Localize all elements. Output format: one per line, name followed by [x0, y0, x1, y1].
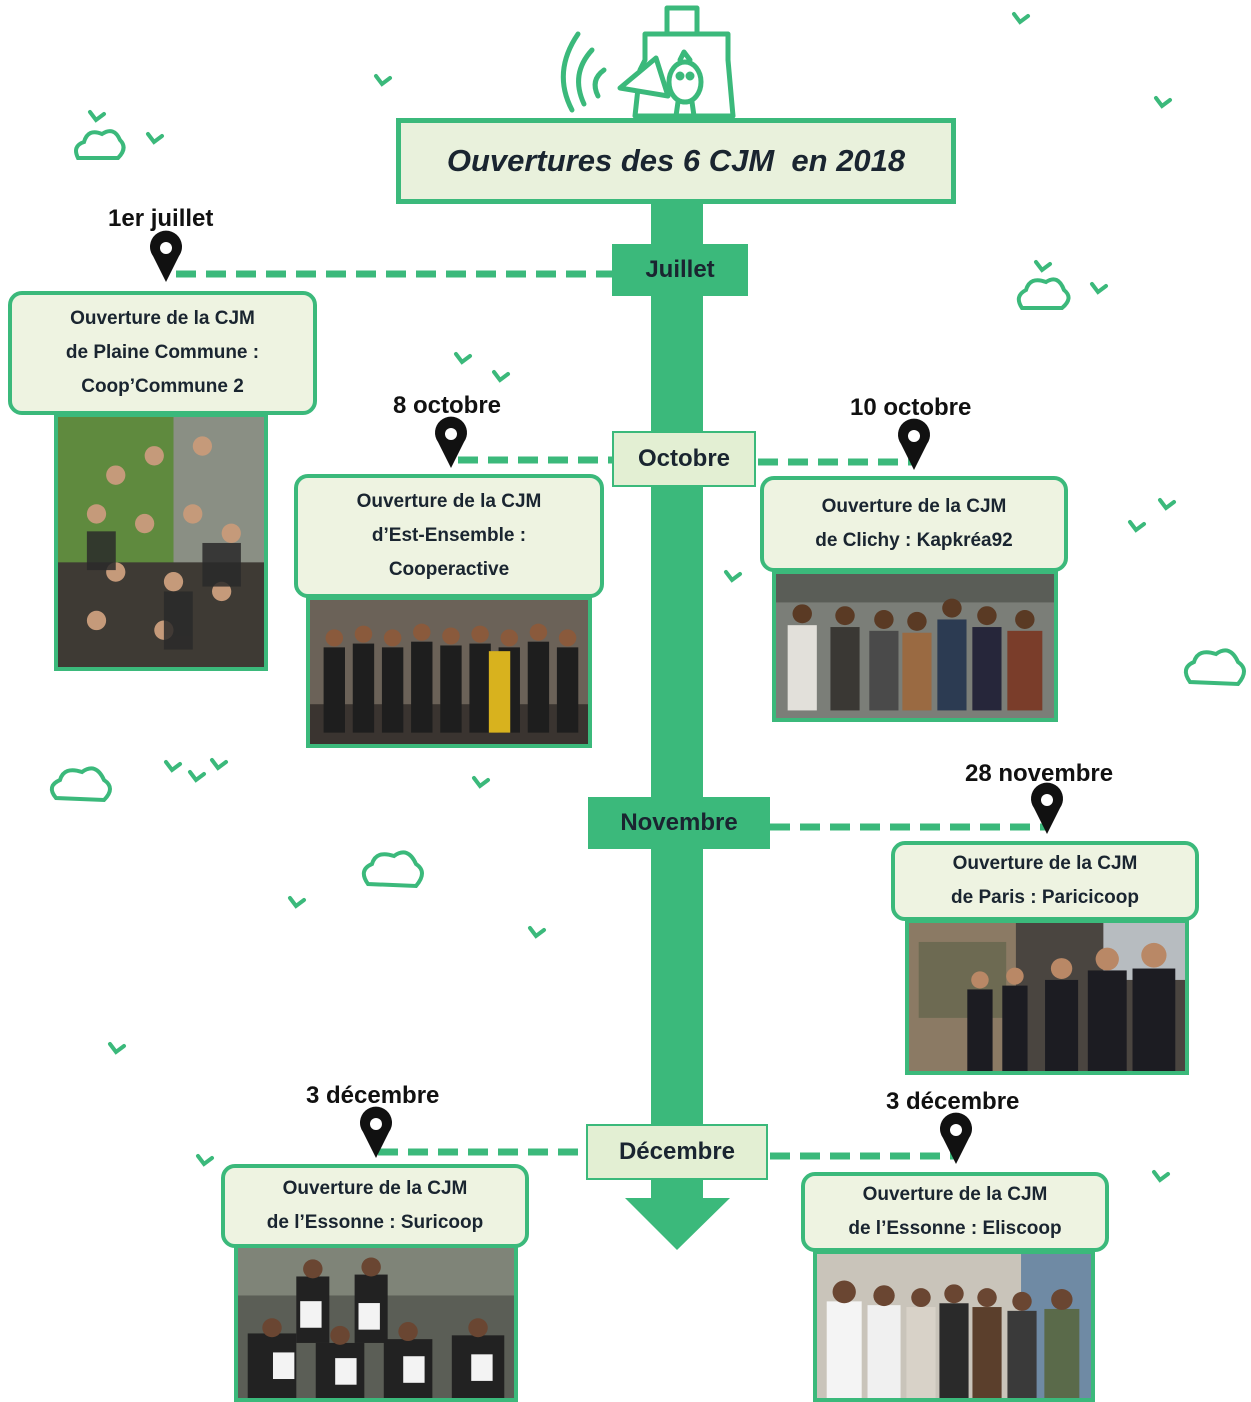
- map-pin-icon: [898, 418, 930, 470]
- title-text: Ouvertures des 6 CJM en 2018: [446, 143, 906, 178]
- event-line: de l’Essonne : Eliscoop: [848, 1218, 1062, 1239]
- page-title: Ouvertures des 6 CJM en 2018: [396, 118, 956, 204]
- date-label: 3 décembre: [306, 1082, 440, 1109]
- month-marker-decembre: Décembre: [586, 1124, 768, 1180]
- cloud-icon: [49, 766, 112, 803]
- date-label: 8 octobre: [393, 392, 502, 419]
- date-label: 28 novembre: [965, 760, 1114, 787]
- map-pin-icon: [940, 1112, 972, 1164]
- timeline-arrowhead: [625, 1198, 730, 1250]
- event-card-clichy: Ouverture de la CJM de Clichy : Kapkréa9…: [760, 476, 1068, 572]
- event-line: Ouverture de la CJM: [282, 1178, 468, 1199]
- group-photo-paris: [905, 919, 1189, 1075]
- cloud-icon: [1183, 648, 1246, 687]
- group-photo-clichy: [772, 570, 1058, 722]
- event-card-paris: Ouverture de la CJM de Paris : Paricicoo…: [891, 841, 1199, 921]
- map-pin-icon: [1031, 782, 1063, 834]
- map-pin-icon: [150, 230, 182, 282]
- event-line: Ouverture de la CJM: [70, 308, 255, 329]
- date-label: 3 décembre: [886, 1088, 1020, 1115]
- date-label: 10 octobre: [850, 394, 972, 421]
- event-line: de Clichy : Kapkréa92: [815, 530, 1013, 551]
- event-line: Ouverture de la CJM: [821, 496, 1007, 517]
- bird-icon: [88, 12, 1176, 1183]
- event-line: Ouverture de la CJM: [862, 1184, 1048, 1205]
- cloud-icon: [361, 850, 424, 889]
- group-photo-plaine-commune: [54, 413, 268, 671]
- group-photo-eliscoop: [813, 1250, 1095, 1402]
- event-card-eliscoop: Ouverture de la CJM de l’Essonne : Elisc…: [801, 1172, 1109, 1252]
- event-line: Cooperactive: [388, 559, 510, 580]
- timeline-shaft: [651, 200, 703, 1200]
- cloud-icon: [74, 129, 126, 160]
- month-marker-octobre: Octobre: [612, 431, 756, 487]
- event-card-plaine-commune: Ouverture de la CJM de Plaine Commune : …: [8, 291, 317, 415]
- event-card-suricoop: Ouverture de la CJM de l’Essonne : Suric…: [221, 1164, 529, 1248]
- map-pin-icon: [435, 416, 467, 468]
- date-label: 1er juillet: [108, 205, 214, 232]
- event-line: d’Est-Ensemble :: [371, 525, 527, 546]
- event-line: de Paris : Paricicoop: [951, 887, 1139, 908]
- group-photo-est-ensemble: [306, 596, 592, 748]
- event-line: de Plaine Commune :: [65, 342, 260, 363]
- event-line: de l’Essonne : Suricoop: [266, 1212, 484, 1233]
- cloud-icon: [1016, 277, 1071, 310]
- event-line: Ouverture de la CJM: [952, 853, 1138, 874]
- event-line: Ouverture de la CJM: [356, 491, 542, 512]
- month-marker-juillet: Juillet: [612, 244, 748, 296]
- event-line: Coop’Commune 2: [81, 376, 244, 397]
- event-card-est-ensemble: Ouverture de la CJM d’Est-Ensemble : Coo…: [294, 474, 604, 598]
- map-pin-icon: [360, 1106, 392, 1158]
- group-photo-suricoop: [234, 1244, 518, 1402]
- megaphone-icon: [560, 5, 736, 119]
- month-marker-novembre: Novembre: [588, 797, 770, 849]
